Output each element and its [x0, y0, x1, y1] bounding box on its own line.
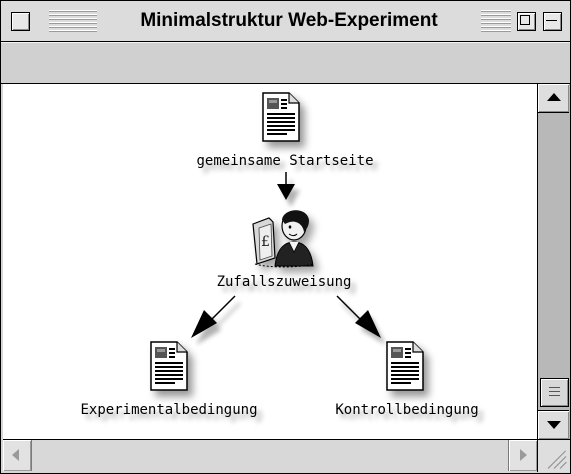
- vertical-scroll-thumb[interactable]: [540, 378, 569, 407]
- grow-line: [559, 461, 567, 469]
- node-label-experimental-condition: Experimentalbedingung: [80, 402, 258, 418]
- connection-arrows: [191, 172, 386, 345]
- grip-line: [549, 395, 560, 396]
- vertical-scrollbar[interactable]: [537, 84, 570, 439]
- close-box-button[interactable]: [11, 12, 30, 31]
- arrow-right-icon: [520, 449, 527, 461]
- document-icon: [386, 341, 424, 391]
- scroll-left-button[interactable]: [3, 440, 32, 471]
- arrowhead-random-to-control: [355, 310, 381, 338]
- window-header-strip: [1, 42, 570, 84]
- document-icon: [262, 92, 300, 142]
- node-label-start-page: gemeinsame Startseite: [196, 153, 374, 169]
- zoom-box-button[interactable]: [517, 12, 536, 31]
- collapse-box-button[interactable]: [543, 12, 562, 31]
- title-bar[interactable]: Minimalstruktur Web-Experiment: [1, 1, 570, 42]
- scroll-up-button[interactable]: [538, 84, 569, 113]
- title-bar-stripes-right: [481, 10, 511, 32]
- horizontal-scrollbar[interactable]: [3, 439, 537, 472]
- arrow-left-icon: [12, 449, 19, 461]
- node-label-random-assignment: Zufallszuweisung: [216, 274, 352, 290]
- grip-line: [549, 387, 560, 388]
- grip-line: [549, 391, 560, 392]
- scroll-right-button[interactable]: [508, 440, 537, 471]
- resize-grow-box[interactable]: [537, 439, 570, 472]
- arrow-up-icon: [547, 93, 561, 101]
- node-label-control-condition: Kontrollbedingung: [335, 402, 479, 418]
- svg-text:£: £: [261, 234, 270, 250]
- arrowhead-random-to-experimental: [191, 310, 217, 338]
- random-assignment-person-icon: £: [252, 210, 314, 268]
- arrow-down-icon: [547, 421, 561, 429]
- document-icon: [150, 341, 188, 391]
- content-area: gemeinsame Startseite £ Zufallszuweisun: [3, 84, 537, 439]
- scroll-down-button[interactable]: [538, 410, 569, 439]
- title-bar-stripes-left: [49, 10, 97, 32]
- arrowhead-start-to-random: [277, 184, 295, 200]
- window-title: Minimalstruktur Web-Experiment: [97, 7, 481, 35]
